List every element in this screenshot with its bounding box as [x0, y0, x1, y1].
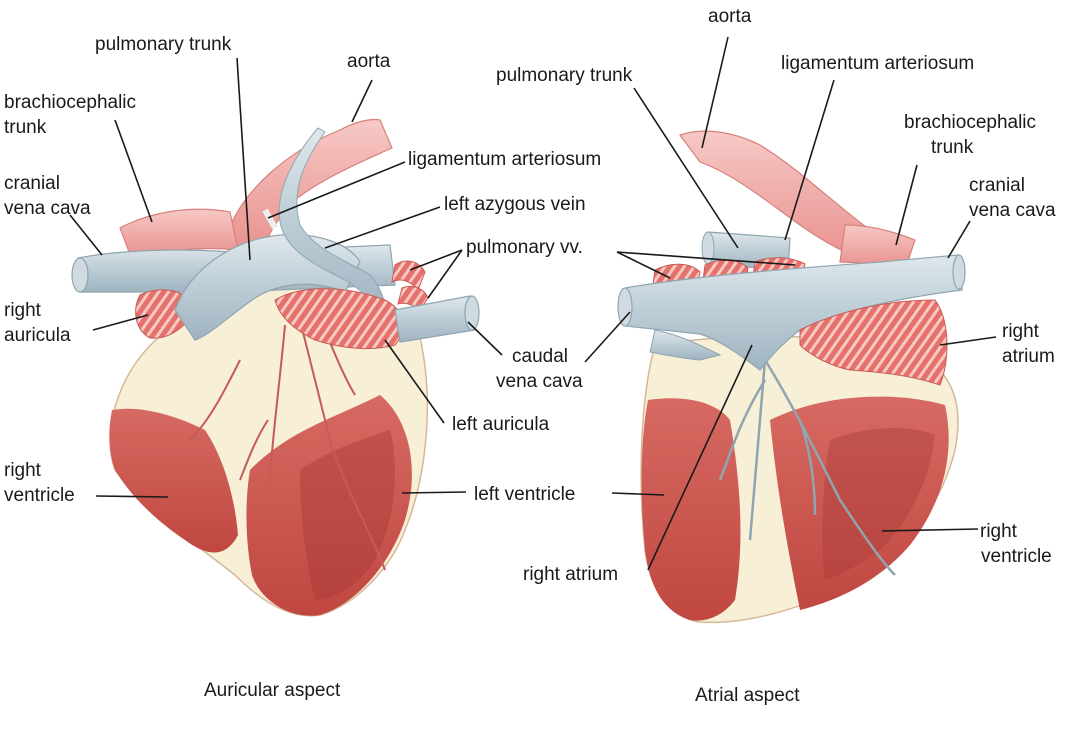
label-left-right-auricula-2: auricula — [4, 325, 71, 346]
label-right-pulmonary-trunk: pulmonary trunk — [496, 65, 633, 86]
label-right-aorta: aorta — [708, 6, 752, 27]
label-left-caudal-2: vena cava — [496, 371, 583, 392]
label-left-aorta: aorta — [347, 51, 391, 72]
label-right-right-atrium-2: atrium — [1002, 346, 1055, 367]
label-left-cranial-2: vena cava — [4, 198, 91, 219]
label-right-right-ventricle-1: right — [980, 521, 1018, 542]
right-heart — [617, 130, 966, 624]
label-left-pulmonary-vv: pulmonary vv. — [466, 237, 583, 258]
label-right-brachiocephalic-1: brachiocephalic — [904, 112, 1036, 133]
label-left-ligamentum: ligamentum arteriosum — [408, 149, 601, 170]
right-caption: Atrial aspect — [695, 685, 800, 706]
label-left-brachiocephalic-2: trunk — [4, 117, 47, 138]
label-right-right-ventricle-2: ventricle — [981, 546, 1052, 567]
label-right-right-atrium-bottom: right atrium — [523, 564, 618, 585]
label-right-ligamentum: ligamentum arteriosum — [781, 53, 974, 74]
label-left-azygous: left azygous vein — [444, 194, 586, 215]
left-left-ventricle-muscle — [246, 395, 412, 616]
right-ventricle-muscle-left — [641, 398, 741, 621]
label-right-brachiocephalic-2: trunk — [931, 137, 974, 158]
label-right-cranial-2: vena cava — [969, 200, 1056, 221]
label-left-brachiocephalic-1: brachiocephalic — [4, 92, 136, 113]
left-muscle-shade — [300, 430, 395, 600]
left-labels: pulmonary trunk aorta brachiocephalic tr… — [4, 34, 601, 506]
label-left-right-auricula-1: right — [4, 300, 42, 321]
label-left-pulmonary-trunk: pulmonary trunk — [95, 34, 232, 55]
left-right-ventricle-muscle — [109, 408, 238, 553]
right-right-atrium — [799, 299, 948, 386]
label-right-right-atrium-1: right — [1002, 321, 1040, 342]
left-heart — [71, 118, 480, 617]
left-caudal-vena-cava — [394, 295, 476, 343]
label-left-left-ventricle: left ventricle — [474, 484, 575, 505]
label-left-cranial-1: cranial — [4, 173, 60, 194]
label-left-caudal-1: caudal — [512, 346, 568, 367]
left-left-auricula — [274, 288, 404, 350]
left-coronary-vessels — [189, 319, 386, 571]
label-right-cranial-1: cranial — [969, 175, 1025, 196]
right-muscle-shade — [822, 428, 935, 580]
right-coronary-vessels — [718, 359, 896, 576]
label-left-left-auricula: left auricula — [452, 414, 550, 435]
leader-lines — [69, 36, 997, 571]
left-caption: Auricular aspect — [204, 680, 341, 701]
right-labels: aorta pulmonary trunk ligamentum arterio… — [496, 6, 1056, 585]
label-left-right-ventricle-2: ventricle — [4, 485, 75, 506]
label-left-right-ventricle-1: right — [4, 460, 42, 481]
